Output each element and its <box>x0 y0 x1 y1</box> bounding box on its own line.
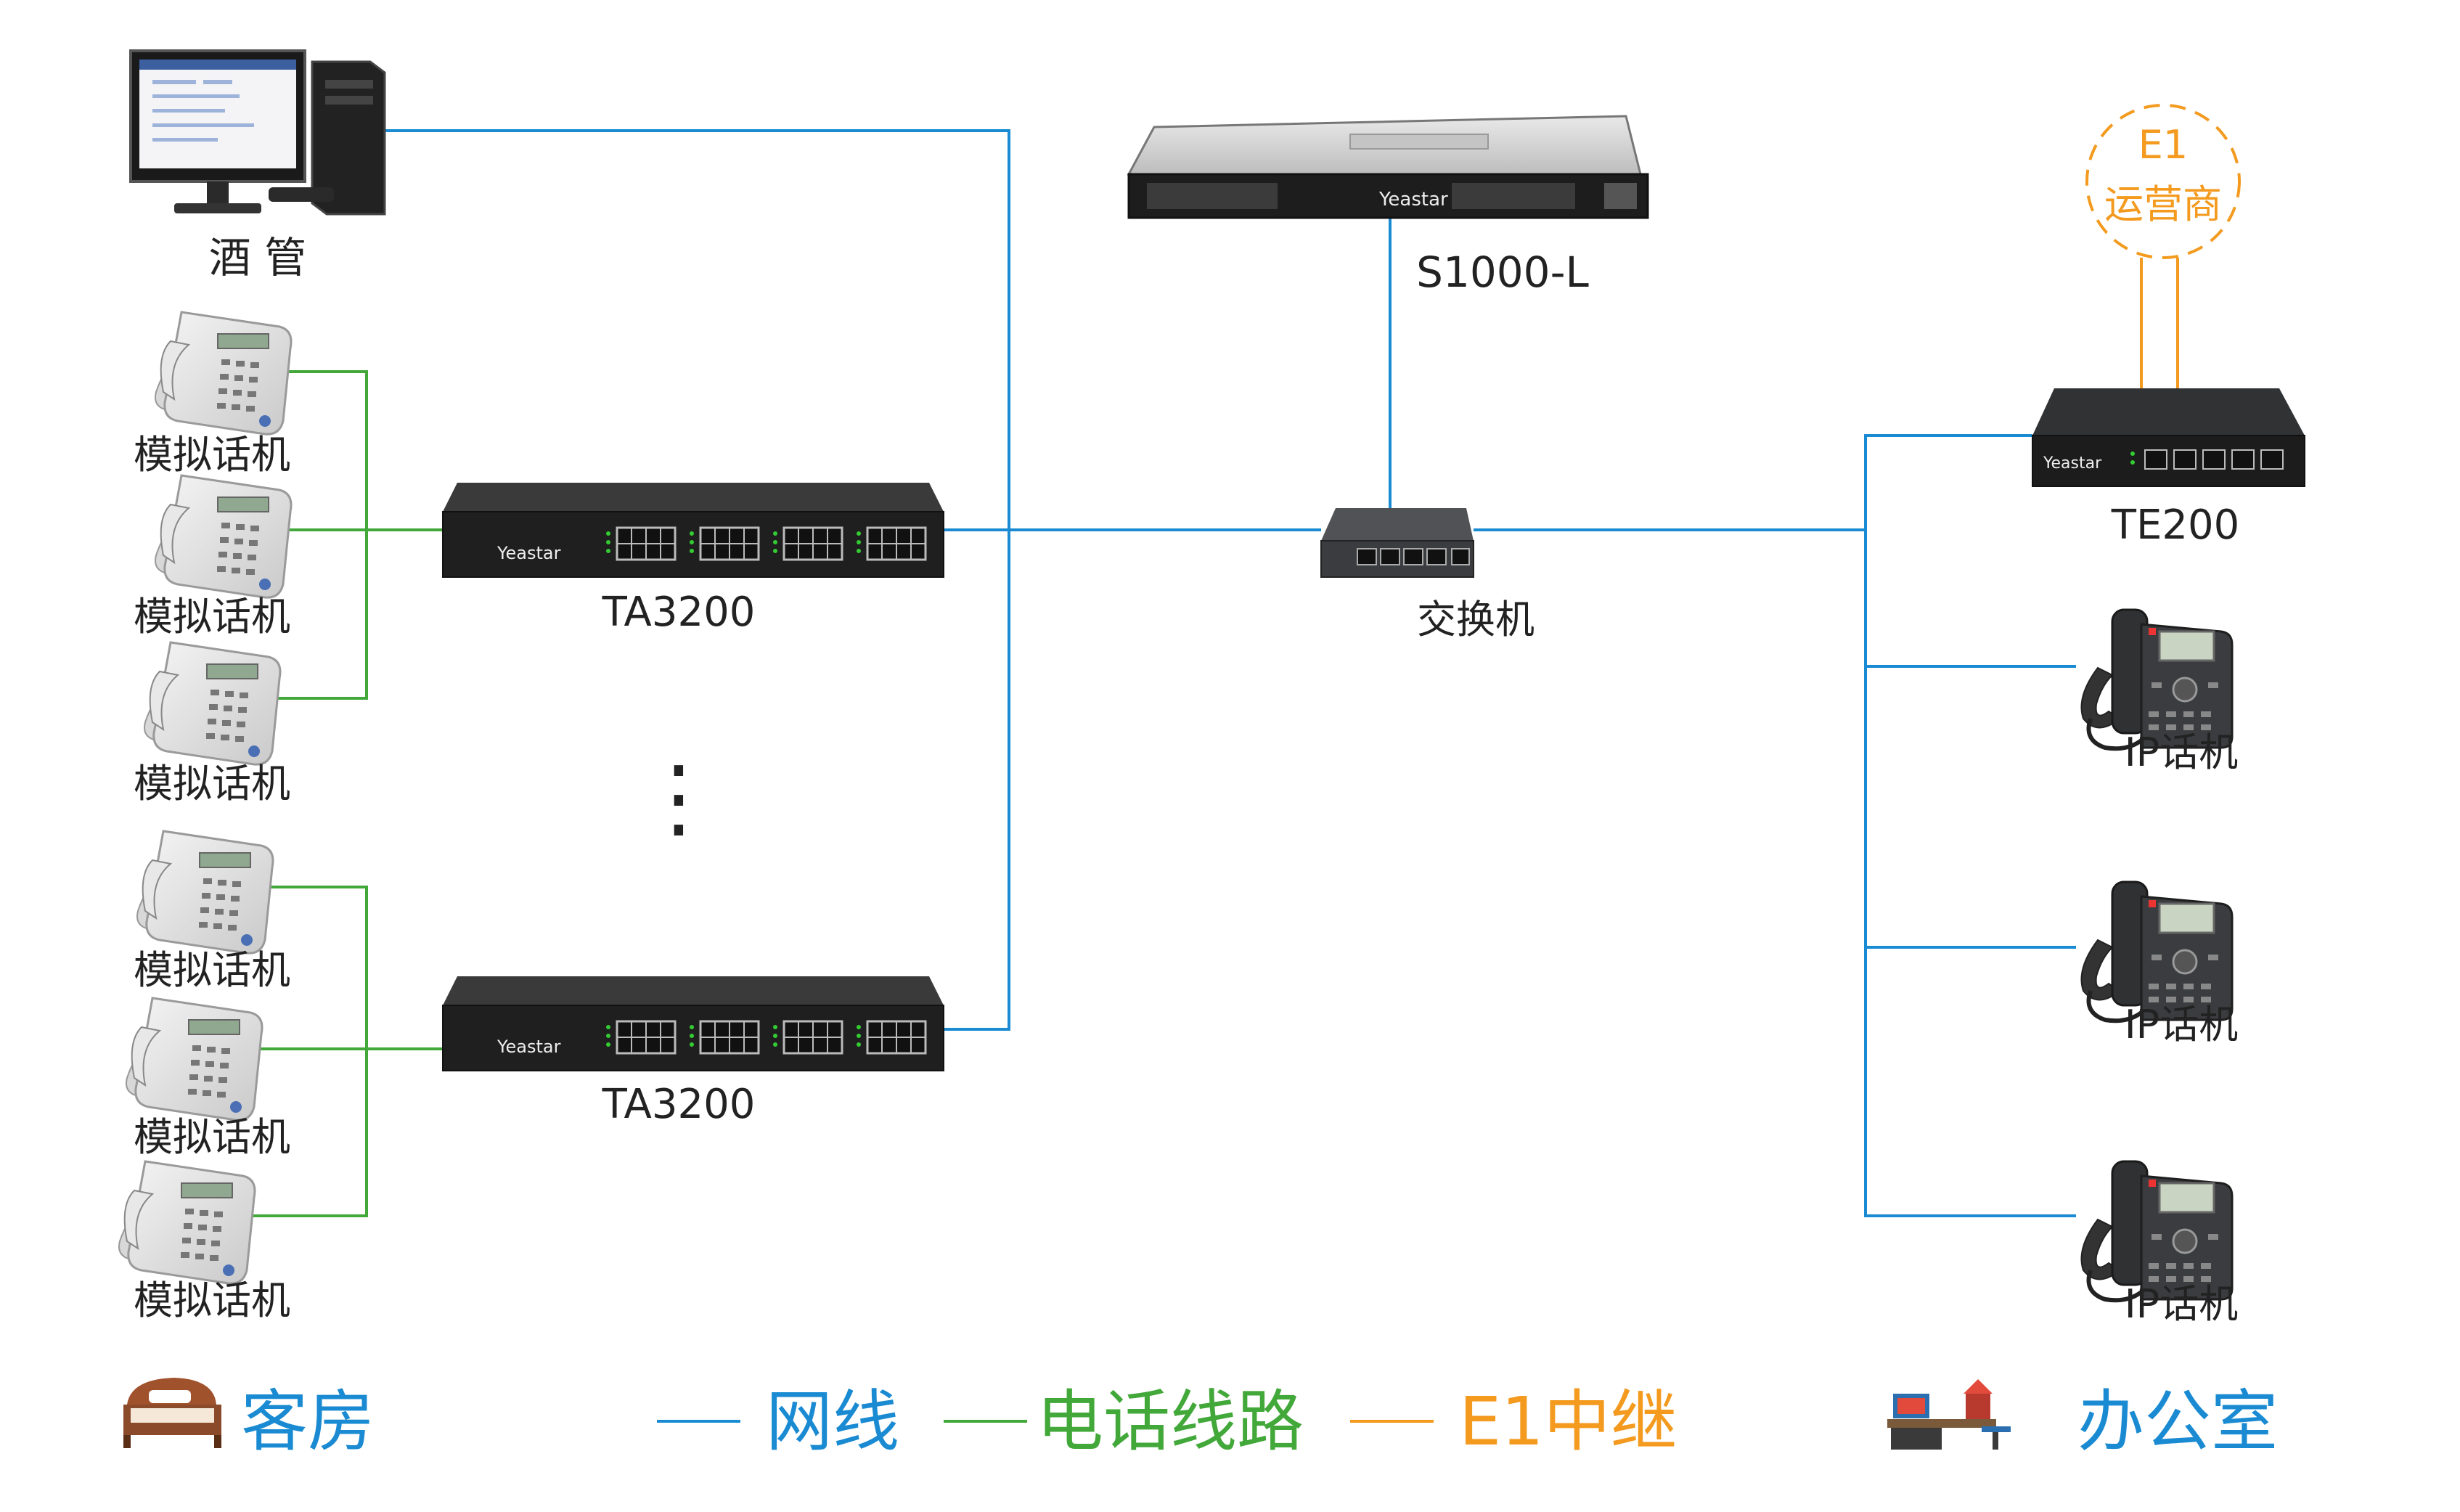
ip-phone-label: IP话机 <box>2125 730 2239 775</box>
analog-phone-icon <box>118 1160 256 1285</box>
bed-icon <box>123 1378 221 1448</box>
office-desk-icon <box>1887 1379 2011 1450</box>
ellipsis: ⋮ <box>635 748 722 849</box>
analog-phone-label: 模拟话机 <box>134 761 290 806</box>
analog-phone-label: 模拟话机 <box>134 432 290 478</box>
legend-office: 办公室 <box>2077 1383 2278 1460</box>
te200-label: TE200 <box>2111 502 2239 549</box>
analog-phone-label: 模拟话机 <box>134 594 290 639</box>
phone-lines <box>247 370 443 1217</box>
legend-e1-trunk: E1中继 <box>1459 1383 1678 1460</box>
carrier-e1: E1 <box>2138 122 2188 168</box>
te200-brand: Yeastar <box>2043 454 2102 473</box>
ip-phone-label: IP话机 <box>2125 1002 2239 1047</box>
gateway-top-label: TA3200 <box>602 589 756 636</box>
carrier-operator: 运营商 <box>2104 181 2222 227</box>
legend-network-line: 网线 <box>766 1383 899 1460</box>
e1-lines <box>2140 258 2179 388</box>
legend-phone-line: 电话线路 <box>1037 1383 1304 1460</box>
network-lines <box>377 129 2076 1217</box>
analog-phone-label: 模拟话机 <box>134 1278 290 1323</box>
gateway-top-brand: Yeastar <box>497 543 561 563</box>
analog-phone-icon <box>154 311 293 436</box>
pc-icon <box>129 49 386 216</box>
analog-phone-icon <box>136 830 274 955</box>
analog-phone-label: 模拟话机 <box>134 1114 290 1160</box>
gateway-bottom-brand: Yeastar <box>497 1037 561 1057</box>
carrier-cloud: E1 运营商 <box>2085 104 2241 259</box>
server-brand: Yeastar <box>1378 189 1448 211</box>
ip-phone-icon <box>2082 1161 2233 1300</box>
switch-icon <box>1320 508 1474 578</box>
analog-phone-icon <box>125 997 263 1121</box>
gateway-bottom-label: TA3200 <box>602 1081 756 1128</box>
legend-guest-room: 客房 <box>241 1383 375 1460</box>
analog-phone-icon <box>154 474 293 599</box>
analog-phone-icon <box>143 641 282 766</box>
analog-phone-label: 模拟话机 <box>134 947 290 993</box>
ip-phone-label: IP话机 <box>2125 1281 2239 1327</box>
server-label: S1000-L <box>1416 248 1589 297</box>
ip-phone-icon <box>2082 882 2233 1021</box>
ip-phone-icon <box>2082 610 2233 748</box>
pc-label: 酒 管 <box>209 233 306 282</box>
server-icon: Yeastar <box>1127 115 1649 219</box>
switch-label: 交换机 <box>1417 597 1535 642</box>
te200-icon <box>2032 388 2305 487</box>
